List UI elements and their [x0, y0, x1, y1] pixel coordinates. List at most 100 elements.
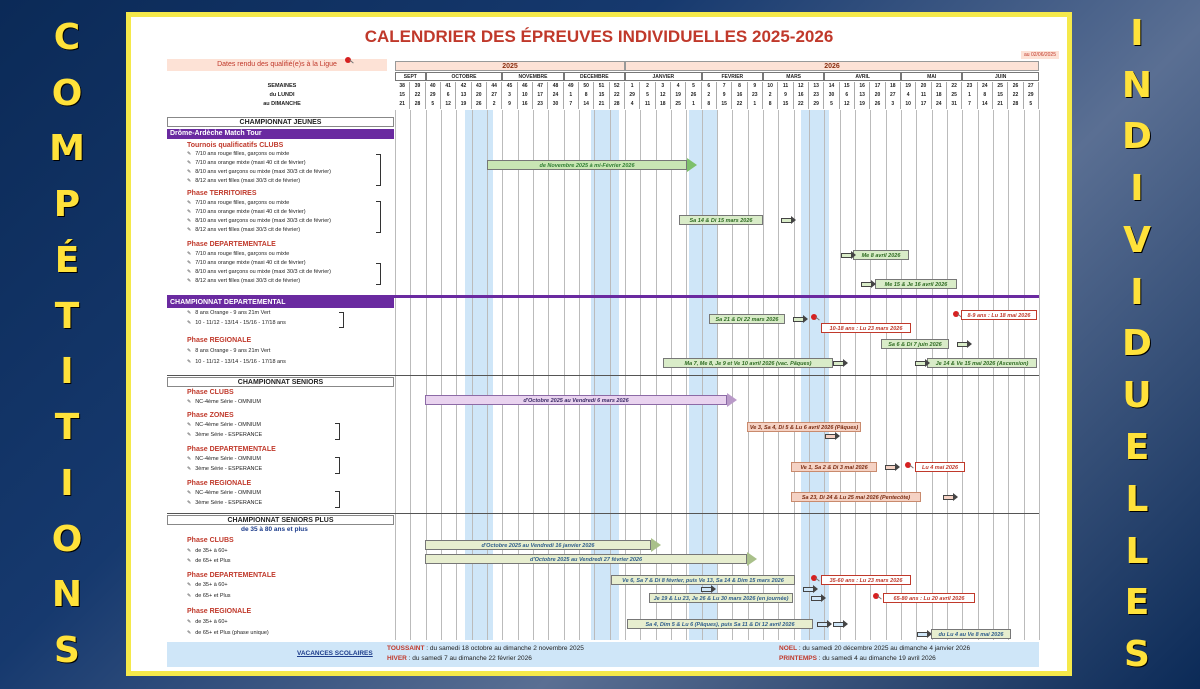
holiday-toussaint: TOUSSAINT : du samedi 18 octobre au dima… — [387, 645, 584, 652]
sunday-date: 10 — [901, 100, 917, 109]
list-item: ✎8 ans Orange - 9 ans 21m Vert — [187, 348, 271, 354]
match-tour-header: Drôme-Ardèche Match Tour — [167, 129, 394, 139]
side-letter: M — [49, 128, 85, 170]
list-item: ✎8/10 ans vert garçons ou mixte (maxi 30… — [187, 269, 331, 275]
brace — [335, 423, 340, 440]
sunday-date: 2 — [487, 100, 503, 109]
week-number: 15 — [840, 82, 855, 91]
list-item: ✎7/10 ans orange mixte (maxi 40 cit de f… — [187, 209, 306, 215]
brace — [376, 263, 381, 285]
bar-dept-jeunes-2: Me 15 & Je 16 avril 2026 — [875, 279, 957, 289]
arrow-icon — [803, 585, 818, 593]
monday-date: 12 — [656, 91, 671, 100]
sunday-date: 28 — [410, 100, 426, 109]
arrow-icon — [687, 158, 697, 172]
week-number: 17 — [870, 82, 886, 91]
week-number: 14 — [824, 82, 840, 91]
weeks-label: SEMAINES — [267, 83, 297, 89]
section-seniors: CHAMPIONNAT SENIORS — [167, 377, 394, 387]
bar-plus-deadline-2: 65-80 ans : Lu 20 avril 2026 — [883, 593, 975, 603]
phase-clubs-seniors: Phase CLUBS — [187, 389, 234, 396]
month-header: MAI — [901, 72, 963, 81]
sunday-date: 16 — [518, 100, 533, 109]
sunday-date: 21 — [395, 100, 411, 109]
bar-dept-deadline: 10-18 ans : Lu 23 mars 2026 — [821, 323, 911, 333]
phase-territoires: Phase TERRITOIRES — [187, 190, 257, 197]
side-letter: É — [54, 239, 80, 281]
monday-date: 26 — [686, 91, 702, 100]
sunday-date: 21 — [594, 100, 610, 109]
monday-date: 30 — [824, 91, 840, 100]
list-item: ✎de 65+ et Plus — [187, 593, 231, 599]
bar-plus-deadline-1: 35-60 ans : Lu 23 mars 2026 — [821, 575, 911, 585]
side-letter: S — [1124, 634, 1150, 676]
sunday-label: au DIMANCHE — [263, 101, 301, 107]
sunday-date: 7 — [564, 100, 579, 109]
pushpin-icon — [345, 57, 351, 63]
pushpin-icon — [811, 314, 817, 320]
sunday-date: 26 — [472, 100, 487, 109]
monday-date: 22 — [410, 91, 426, 100]
divider-seniors — [167, 375, 1039, 376]
side-letter: I — [60, 462, 74, 504]
list-item: ✎NC-4ème Série - OMNIUM — [187, 456, 261, 462]
list-item: ✎8/12 ans vert filles (maxi 30/3 cit de … — [187, 227, 301, 233]
week-number: 43 — [472, 82, 487, 91]
monday-date: 29 — [1024, 91, 1039, 100]
sunday-date: 30 — [548, 100, 564, 109]
list-item: ✎8 ans Orange - 9 ans 21m Vert — [187, 310, 271, 316]
sunday-date: 18 — [656, 100, 671, 109]
month-header: JANVIER — [625, 72, 702, 81]
bar-dept-1: Sa 21 & Di 22 mars 2026 — [709, 314, 785, 324]
brace — [335, 457, 340, 474]
side-letter: I — [1130, 168, 1144, 210]
monday-date: 13 — [456, 91, 472, 100]
sunday-date: 19 — [456, 100, 472, 109]
monday-date: 16 — [732, 91, 748, 100]
week-number: 27 — [1024, 82, 1039, 91]
monday-date: 23 — [809, 91, 825, 100]
bar-seniors-zones: Ve 3, Sa 4, Di 5 & Lu 6 avril 2026 (Pâqu… — [747, 422, 861, 432]
sunday-date: 17 — [916, 100, 932, 109]
week-number: 51 — [594, 82, 610, 91]
sunday-date: 1 — [686, 100, 702, 109]
week-number: 23 — [962, 82, 978, 91]
phase-clubs: Tournois qualificatifs CLUBS — [187, 142, 284, 149]
bar-seniors-dept: Ve 1, Sa 2 & Di 3 mai 2026 — [791, 462, 877, 472]
list-item: ✎de 35+ à 60+ — [187, 582, 228, 588]
week-number: 3 — [656, 82, 671, 91]
pushpin-icon — [873, 593, 879, 599]
sunday-date: 9 — [502, 100, 518, 109]
week-number: 41 — [441, 82, 457, 91]
school-holidays: VACANCES SCOLAIRES TOUSSAINT : du samedi… — [167, 642, 1039, 667]
week-number: 46 — [518, 82, 533, 91]
brace — [339, 312, 344, 328]
week-number: 38 — [395, 82, 411, 91]
side-letter: N — [51, 574, 83, 616]
sunday-date: 1 — [748, 100, 763, 109]
bar-plus-regionale-2: du Lu 4 au Ve 8 mai 2026 — [931, 629, 1011, 639]
month-header: MARS — [763, 72, 825, 81]
monday-date: 18 — [932, 91, 947, 100]
list-item: ✎de 35+ à 60+ — [187, 619, 228, 625]
sunday-date: 26 — [870, 100, 886, 109]
section-seniors-plus: CHAMPIONNAT SENIORS PLUS — [167, 515, 394, 525]
week-number: 25 — [993, 82, 1009, 91]
bar-dept-regional-2: Ma 7, Me 8, Je 9 et Ve 10 avril 2026 (va… — [663, 358, 833, 368]
side-letter: U — [1122, 375, 1152, 417]
week-number: 49 — [564, 82, 579, 91]
week-number: 47 — [533, 82, 549, 91]
week-number: 1 — [625, 82, 641, 91]
week-number: 22 — [947, 82, 963, 91]
side-letter: E — [1124, 582, 1150, 624]
month-header: FEVRIER — [701, 72, 763, 81]
monday-date: 9 — [717, 91, 733, 100]
week-number: 40 — [426, 82, 441, 91]
monday-date: 22 — [1008, 91, 1024, 100]
monday-date: 8 — [579, 91, 595, 100]
side-letter: T — [54, 295, 80, 337]
list-item: ✎10 - 11/12 - 13/14 - 15/16 - 17/18 ans — [187, 320, 286, 326]
arrow-icon — [833, 620, 848, 628]
